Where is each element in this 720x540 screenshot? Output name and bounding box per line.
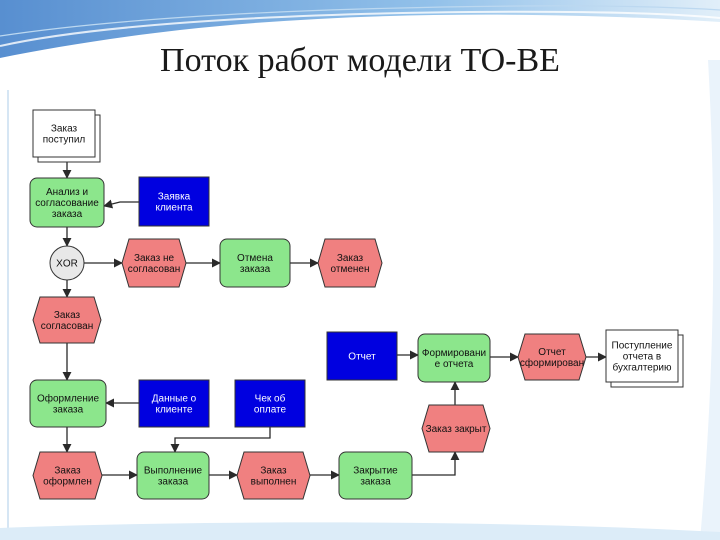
info-shape: [326, 331, 398, 381]
node-report: Отчет: [326, 331, 398, 381]
node-label: Заказ: [54, 466, 81, 477]
function-shape: [417, 333, 491, 383]
node-label: Оформление: [37, 393, 100, 405]
node-label: Заказ: [51, 124, 78, 135]
info-shape: [138, 176, 210, 227]
event-shape: [317, 238, 383, 288]
edge-check-to-execute: [170, 427, 271, 453]
node-label: Отмена: [237, 253, 273, 264]
node-label: Анализ и: [46, 187, 88, 198]
node-label: клиенте: [155, 405, 192, 416]
node-xor: XOR: [49, 245, 85, 281]
node-label: выполнен: [251, 477, 297, 488]
function-shape: [219, 238, 291, 288]
xor-connector-shape: [49, 245, 85, 281]
event-shape: [421, 404, 491, 453]
event-shape: [121, 238, 187, 288]
function-shape: [136, 451, 210, 500]
node-label: Заказ не: [134, 253, 175, 264]
right-border-swoosh: [700, 60, 720, 540]
function-shape: [29, 379, 107, 428]
node-label: заказа: [52, 209, 83, 220]
node-label: Поступление: [612, 341, 673, 352]
node-label: Заказ: [54, 310, 81, 321]
document-shape: [32, 109, 96, 158]
node-label: Формировани: [422, 348, 486, 359]
node-label: оформлен: [43, 476, 92, 488]
node-label: отчета в: [623, 352, 661, 363]
node-label: бухгалтерию: [612, 362, 672, 374]
node-label: согласование: [35, 198, 99, 209]
node-label: отменен: [331, 264, 370, 275]
top-wave-band: [0, 0, 720, 58]
node-label: Закрытие: [353, 466, 398, 477]
node-label: согласован: [41, 321, 93, 332]
function-shape: [338, 451, 413, 500]
node-label: сформирован: [520, 357, 584, 369]
event-shape: [236, 451, 311, 500]
node-label: заказа: [360, 477, 391, 488]
top-wave-line: [0, 10, 720, 47]
info-shape: [234, 379, 306, 428]
node-label: заказа: [240, 264, 271, 275]
slide-title: Поток работ модели TO-BE: [160, 42, 560, 79]
top-wave-line-2: [0, 5, 720, 37]
event-shape: [32, 451, 103, 500]
node-label: Заказ закрыт: [426, 424, 487, 435]
node-order-closed: Заказ закрыт: [421, 404, 491, 453]
node-label: заказа: [53, 405, 84, 416]
node-label: Заявка: [158, 192, 191, 203]
node-label: поступил: [43, 135, 86, 146]
bottom-wave: [0, 522, 720, 540]
node-label: клиента: [155, 203, 192, 214]
node-label: Отчет: [538, 347, 566, 358]
node-label: Заказ: [260, 466, 287, 477]
document-shape: [605, 329, 679, 383]
function-shape: [29, 177, 105, 228]
event-shape: [32, 296, 102, 344]
node-label: Выполнение: [144, 466, 203, 477]
node-label: Данные о: [152, 394, 197, 405]
node-label: заказа: [158, 477, 189, 488]
node-label: согласован: [128, 264, 180, 275]
node-label: XOR: [56, 259, 78, 270]
edge-request-to-analysis: [103, 199, 139, 209]
edge-close-to-closed: [412, 451, 460, 476]
node-label: Отчет: [348, 352, 376, 363]
info-shape: [138, 379, 210, 428]
node-label: Заказ: [337, 253, 364, 264]
event-shape: [517, 333, 587, 381]
node-label: Чек об: [255, 393, 286, 405]
node-label: оплате: [254, 405, 287, 416]
node-label: е отчета: [435, 359, 474, 370]
